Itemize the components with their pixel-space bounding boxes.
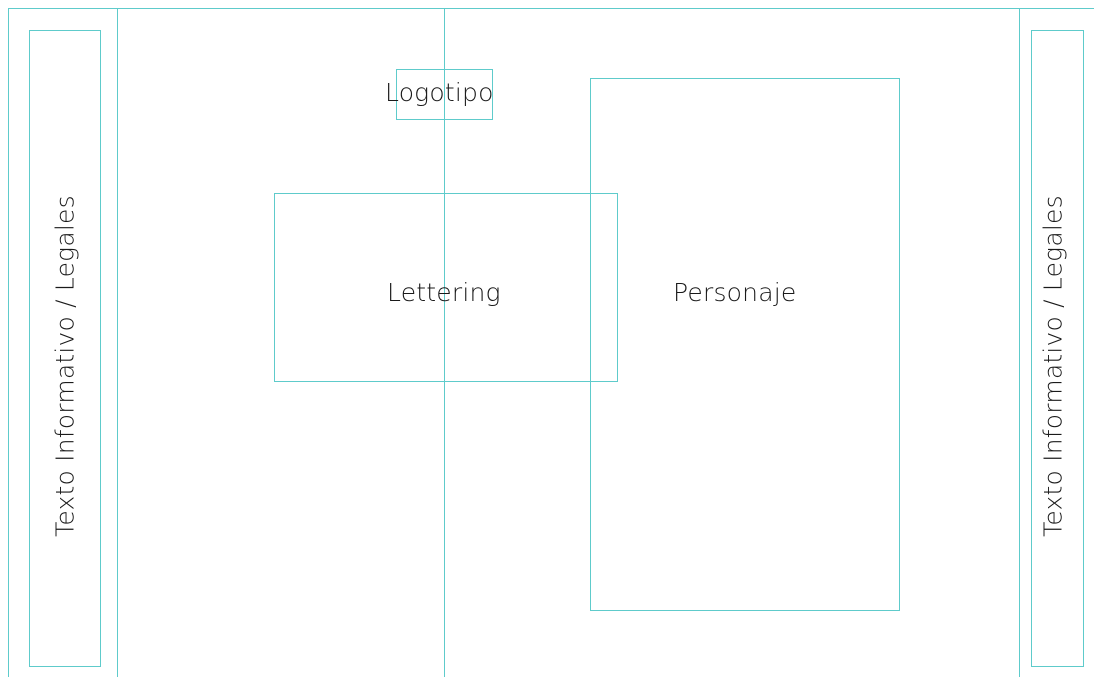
center-vertical-guide — [444, 8, 445, 677]
logo-box — [396, 69, 493, 120]
lettering-label: Lettering — [387, 278, 501, 307]
left-margin-guide — [117, 8, 118, 677]
character-label: Personaje — [673, 278, 797, 307]
logo-label: Logotipo — [385, 78, 494, 107]
left-legal-text-box — [29, 30, 101, 667]
right-legal-text-label: Texto Informativo / Legales — [1038, 195, 1068, 537]
lettering-box — [274, 193, 618, 382]
right-margin-guide — [1019, 8, 1020, 677]
left-legal-text-label: Texto Informativo / Legales — [50, 195, 80, 537]
left-edge-line — [8, 8, 9, 677]
top-edge-line — [8, 8, 1094, 9]
character-box — [590, 78, 900, 611]
right-legal-text-box — [1031, 30, 1084, 667]
